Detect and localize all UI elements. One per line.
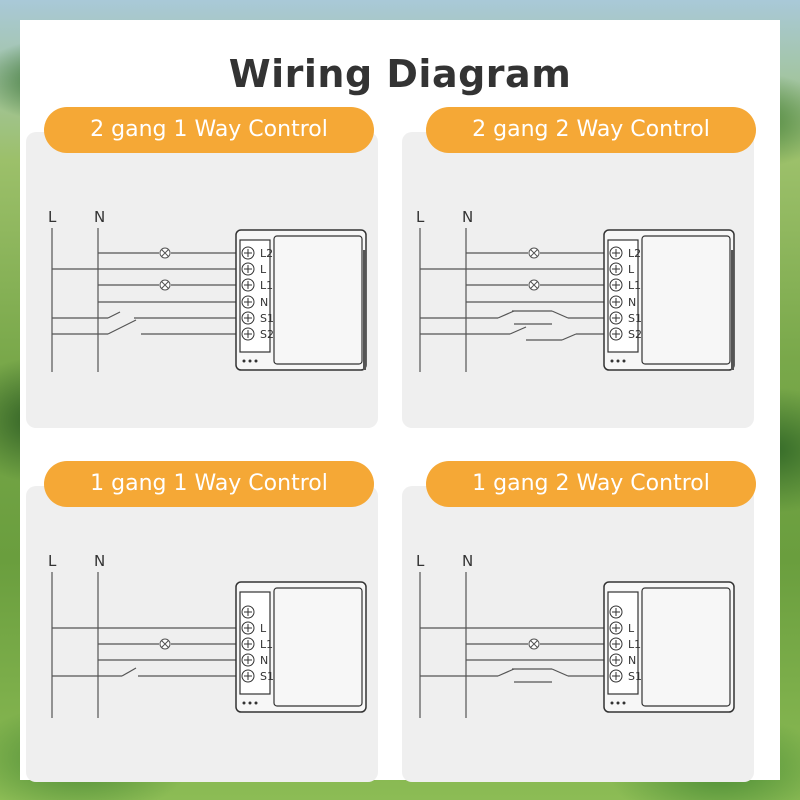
panel-title-2gang-1way: 2 gang 1 Way Control [44, 107, 374, 153]
terminal-label-s1: S1 [628, 312, 642, 325]
switch-icon [52, 311, 137, 335]
terminal-label-n: N [628, 296, 636, 309]
panel-title-1gang-1way: 1 gang 1 Way Control [44, 461, 374, 507]
panel-title-1gang-2way: 1 gang 2 Way Control [426, 461, 756, 507]
lamp-icon [528, 279, 540, 291]
lamp-icon [159, 247, 171, 259]
lamp-icon [159, 279, 171, 291]
panel-title-2gang-2way: 2 gang 2 Way Control [426, 107, 756, 153]
line-label-l: L [48, 208, 57, 226]
terminal-label-n: N [260, 654, 268, 667]
wiring-card: Wiring Diagram 2 gang 1 Way Control L N [20, 20, 780, 782]
terminal-label-l1: L1 [628, 279, 641, 292]
line-label-n: N [94, 552, 105, 570]
line-label-l: L [48, 552, 57, 570]
two-way-switch-icon [420, 326, 616, 341]
terminal-label-s2: S2 [260, 328, 274, 341]
wiring-diagram-1gang-1way: L N L L1 N [48, 552, 367, 718]
wiring-diagram-2gang-2way: L N [416, 208, 735, 372]
lamp-icon [528, 638, 540, 650]
terminal-label-l2: L2 [260, 247, 273, 260]
terminal-label-n: N [260, 296, 268, 309]
lamp-icon [159, 638, 171, 650]
terminal-label-n: N [628, 654, 636, 667]
lamp-icon [528, 247, 540, 259]
terminal-label-l: L [260, 622, 267, 635]
smart-switch-module: L2 L L1 N S1 S2 [235, 229, 367, 371]
switch-icon [52, 667, 137, 677]
smart-switch-module: L L1 N S1 [603, 581, 735, 713]
line-label-n: N [462, 208, 473, 226]
line-label-n: N [94, 208, 105, 226]
wiring-diagram-2gang-1way: L N [48, 208, 367, 372]
terminal-label-s2: S2 [628, 328, 642, 341]
terminal-label-s1: S1 [260, 312, 274, 325]
terminal-label-s1: S1 [628, 670, 642, 683]
terminal-label-l: L [260, 263, 267, 276]
two-way-switch-icon [420, 668, 616, 683]
two-way-switch-icon [420, 310, 616, 325]
terminal-label-l2: L2 [628, 247, 641, 260]
terminal-label-l: L [628, 263, 635, 276]
line-label-l: L [416, 208, 425, 226]
terminal-label-s1: S1 [260, 670, 274, 683]
line-label-l: L [416, 552, 425, 570]
page-title: Wiring Diagram [228, 52, 572, 96]
line-label-n: N [462, 552, 473, 570]
terminal-label-l1: L1 [628, 638, 641, 651]
smart-switch-module: L2 L L1 N S1 S2 [603, 229, 735, 371]
terminal-label-l1: L1 [260, 279, 273, 292]
wiring-diagram-1gang-2way: L N L [416, 552, 735, 718]
terminal-label-l: L [628, 622, 635, 635]
terminal-label-l1: L1 [260, 638, 273, 651]
smart-switch-module: L L1 N S1 [235, 581, 367, 713]
